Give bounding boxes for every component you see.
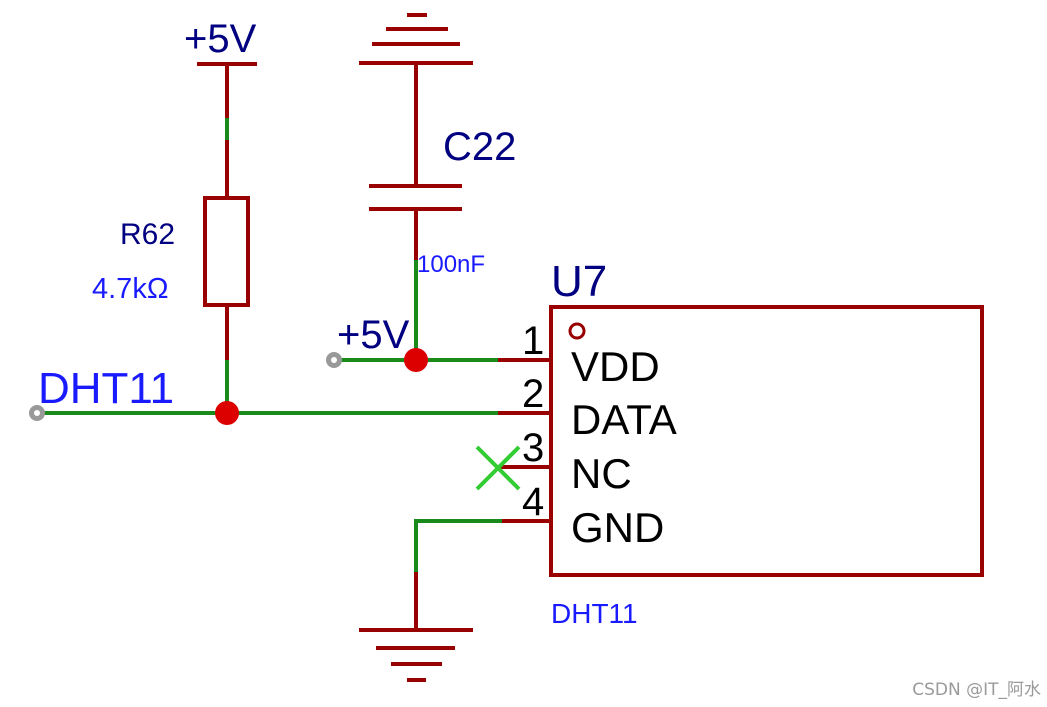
pin-number: 4	[522, 480, 544, 524]
resistor-value: 4.7kΩ	[92, 273, 169, 305]
pin-name: VDD	[571, 343, 660, 390]
power-5v-symbol	[197, 62, 257, 122]
resistor-designator: R62	[120, 218, 175, 251]
pin-name: NC	[571, 450, 632, 497]
pin-name: GND	[571, 504, 664, 551]
wire-gnd	[414, 519, 502, 576]
capacitor-c22[interactable]	[369, 115, 462, 264]
vdd-net-label: +5V	[337, 313, 410, 357]
junction-vdd-icon	[404, 348, 428, 372]
resistor-r62[interactable]	[203, 118, 250, 364]
power-5v-label: +5V	[184, 17, 257, 61]
data-port-inner-icon	[34, 410, 40, 416]
ic-designator: U7	[551, 257, 607, 306]
ground-top-symbol	[359, 13, 473, 119]
ground-bottom-symbol	[359, 572, 473, 682]
ic-u7-body[interactable]	[549, 305, 984, 577]
no-connect-icon	[475, 445, 521, 491]
watermark: CSDN @IT_阿水	[912, 680, 1041, 700]
vdd-port-inner-icon	[331, 357, 337, 363]
capacitor-value: 100nF	[417, 251, 485, 278]
pin-number: 2	[522, 372, 544, 416]
pin-name: DATA	[571, 396, 677, 443]
ic-part-label: DHT11	[551, 598, 638, 629]
pin-number: 3	[522, 426, 544, 470]
pin-number: 1	[522, 319, 544, 363]
capacitor-designator: C22	[443, 125, 516, 169]
data-net-label: DHT11	[38, 364, 174, 413]
pin1-indicator-icon	[568, 322, 586, 340]
junction-data-icon	[215, 401, 239, 425]
